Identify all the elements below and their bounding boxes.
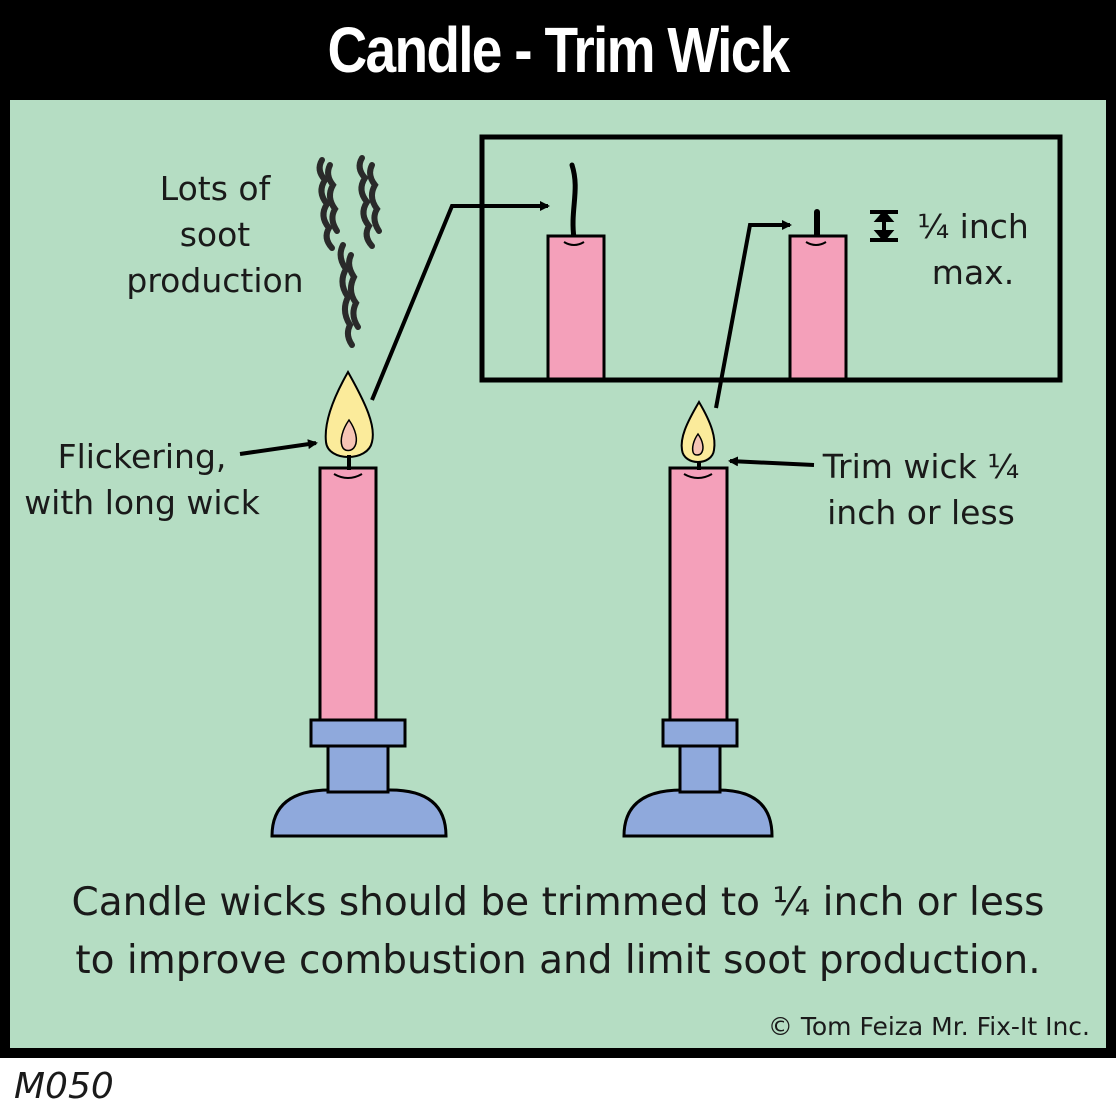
trim-label: Trim wick ¼ inch or less xyxy=(816,444,1026,536)
caption: Candle wicks should be trimmed to ¼ inch… xyxy=(40,874,1076,990)
callout-arrows xyxy=(239,201,815,467)
caption-line: to improve combustion and limit soot pro… xyxy=(75,938,1041,983)
max-label-line: max. xyxy=(931,253,1015,292)
inset-candle-trimmed-wick xyxy=(788,209,848,381)
soot-label-line: production xyxy=(126,261,304,300)
trim-label-line: Trim wick ¼ xyxy=(822,447,1020,486)
soot-label-line: Lots of xyxy=(159,169,271,208)
caption-line: Candle wicks should be trimmed to ¼ inch… xyxy=(71,880,1045,925)
max-label-line: ¼ inch xyxy=(917,207,1029,246)
diagram-title: Candle - Trim Wick xyxy=(327,14,791,86)
flickering-label-line: with long wick xyxy=(24,483,260,522)
dimension-marker xyxy=(870,209,898,243)
trim-label-line: inch or less xyxy=(827,493,1015,532)
soot-plume xyxy=(316,155,382,348)
copyright-credit: © Tom Feiza Mr. Fix-It Inc. xyxy=(767,1012,1090,1041)
diagram-code: M050 xyxy=(14,1066,114,1107)
inset-candle-long-wick xyxy=(546,162,606,381)
flickering-label: Flickering, with long wick xyxy=(22,434,262,526)
soot-label-line: soot xyxy=(179,215,251,254)
right-candle xyxy=(622,400,774,838)
soot-label: Lots of soot production xyxy=(120,166,310,304)
max-label: ¼ inch max. xyxy=(908,204,1038,296)
left-candle xyxy=(270,369,448,838)
inset-box xyxy=(479,134,1063,383)
flickering-label-line: Flickering, xyxy=(57,437,227,476)
